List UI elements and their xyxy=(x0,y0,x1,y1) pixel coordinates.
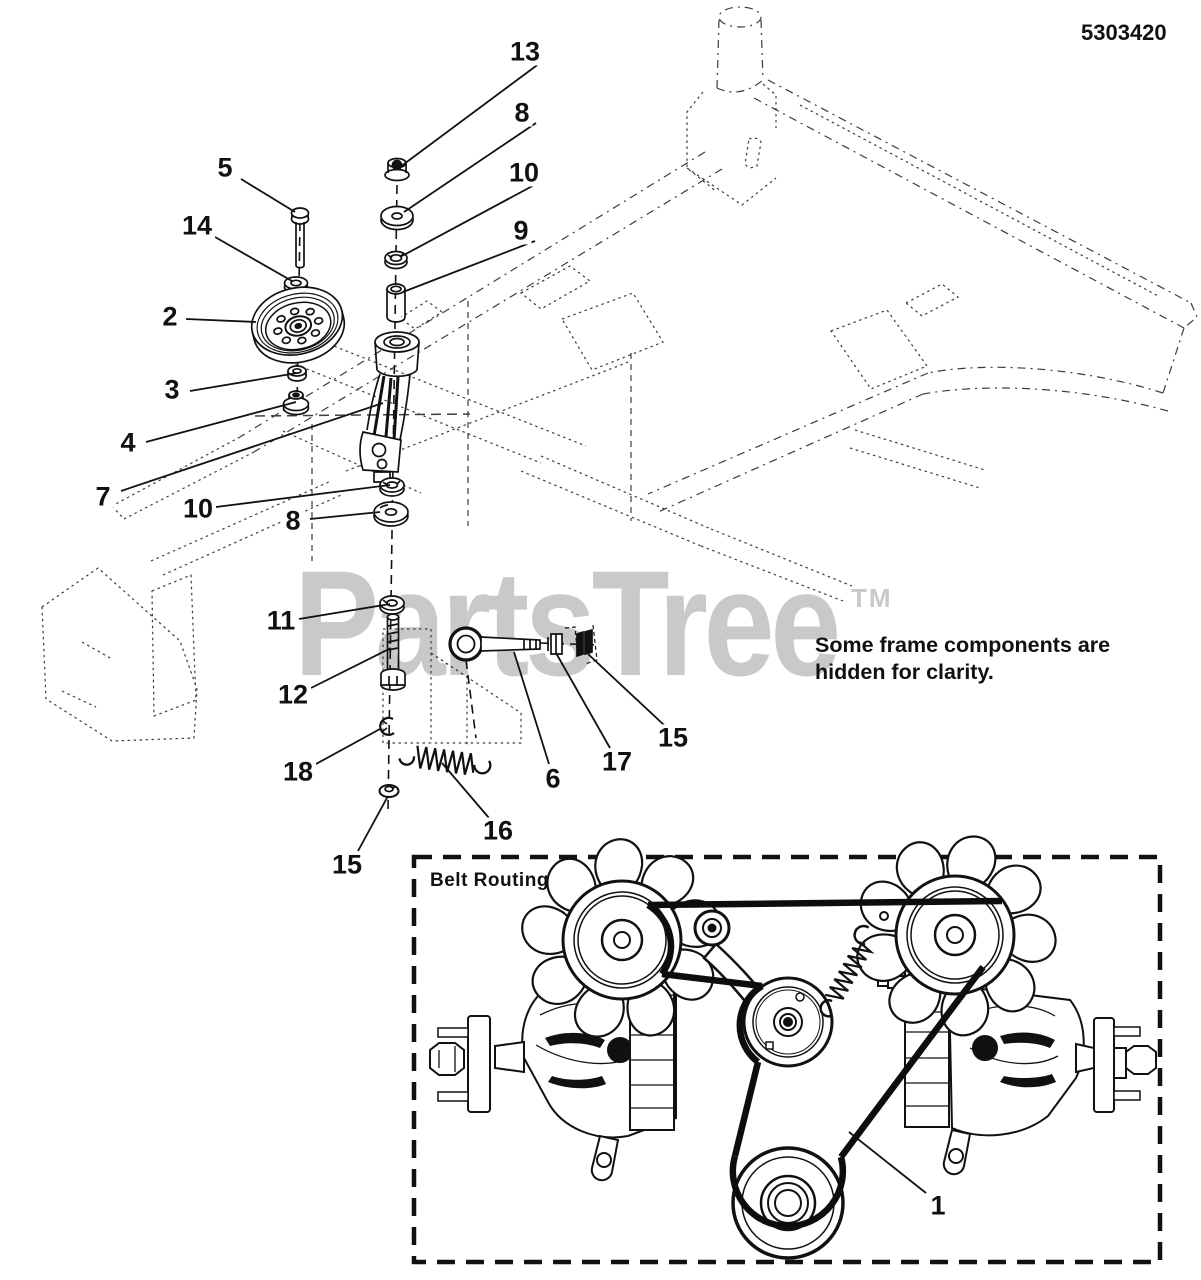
part-10-lock-washer-top xyxy=(384,250,408,270)
callout-label-7: 7 xyxy=(92,483,114,511)
callout-label-9: 9 xyxy=(510,217,532,245)
part-11-lock-washer xyxy=(379,595,405,615)
callout-label-8: 8 xyxy=(511,99,533,127)
part-13-flange-nut xyxy=(384,157,410,182)
callout-label-6: 6 xyxy=(542,765,564,793)
callout-label-18: 18 xyxy=(279,758,317,786)
callout-label-13: 13 xyxy=(506,38,544,66)
drawing-number: 5303420 xyxy=(1081,20,1167,45)
part-7-idler-arm xyxy=(359,331,420,483)
frame-note-line1: Some frame components are xyxy=(815,633,1111,657)
part-3-washer xyxy=(287,365,307,382)
part-8-washer-lower xyxy=(373,501,409,527)
belt-idler-pulley xyxy=(742,976,834,1068)
callout-label-14: 14 xyxy=(178,212,216,240)
callout-label-15: 15 xyxy=(328,851,366,879)
callout-label-16: 16 xyxy=(479,817,517,845)
callout-label-4: 4 xyxy=(117,429,139,457)
callout-label-5: 5 xyxy=(214,154,236,182)
part-16-extension-spring xyxy=(398,745,492,775)
part-8-washer-top xyxy=(380,205,414,231)
exploded-parts xyxy=(250,157,601,811)
part-9-spacer xyxy=(386,283,406,323)
part-6-eye-bolt xyxy=(448,626,541,662)
frame-note-line2: hidden for clarity. xyxy=(815,660,994,684)
part-5-bolt xyxy=(290,207,310,269)
belt-tension-spring xyxy=(819,924,875,1018)
part-18-clip xyxy=(379,716,395,736)
callout-label-3: 3 xyxy=(161,376,183,404)
callout-label-15: 15 xyxy=(654,724,692,752)
callout-label-10: 10 xyxy=(179,495,217,523)
spring-anchor-pin xyxy=(879,911,889,921)
assembly-axis-lines xyxy=(296,184,601,811)
part-17-nut xyxy=(547,633,563,655)
callout-label-8: 8 xyxy=(282,507,304,535)
drive-belt xyxy=(646,897,1003,1230)
part-2-idler-pulley xyxy=(250,286,346,364)
callout-label-10: 10 xyxy=(505,159,543,187)
callout-label-11: 11 xyxy=(263,607,299,635)
part-4-flanged-bushing xyxy=(282,390,310,416)
part-15-ering-lower xyxy=(378,784,400,798)
belt-routing-title: Belt Routing xyxy=(430,870,549,891)
frame-outline xyxy=(41,6,1198,745)
watermark-trademark: TM xyxy=(851,583,893,613)
callout-label-2: 2 xyxy=(159,303,181,331)
part-12-bolt xyxy=(380,613,406,691)
callout-label-12: 12 xyxy=(274,681,312,709)
right-fan-pulley xyxy=(894,874,1016,996)
callout-label-17: 17 xyxy=(598,748,636,776)
callout-label-1: 1 xyxy=(927,1192,949,1220)
part-15-ering-right xyxy=(564,624,598,665)
frame-note: Some frame components are hidden for cla… xyxy=(815,632,1110,686)
belt-routing-box xyxy=(411,829,1163,1265)
left-fan-pulley xyxy=(561,879,683,1001)
clutch-pulley xyxy=(731,1146,845,1260)
part-10-lock-washer-lower xyxy=(379,477,405,497)
